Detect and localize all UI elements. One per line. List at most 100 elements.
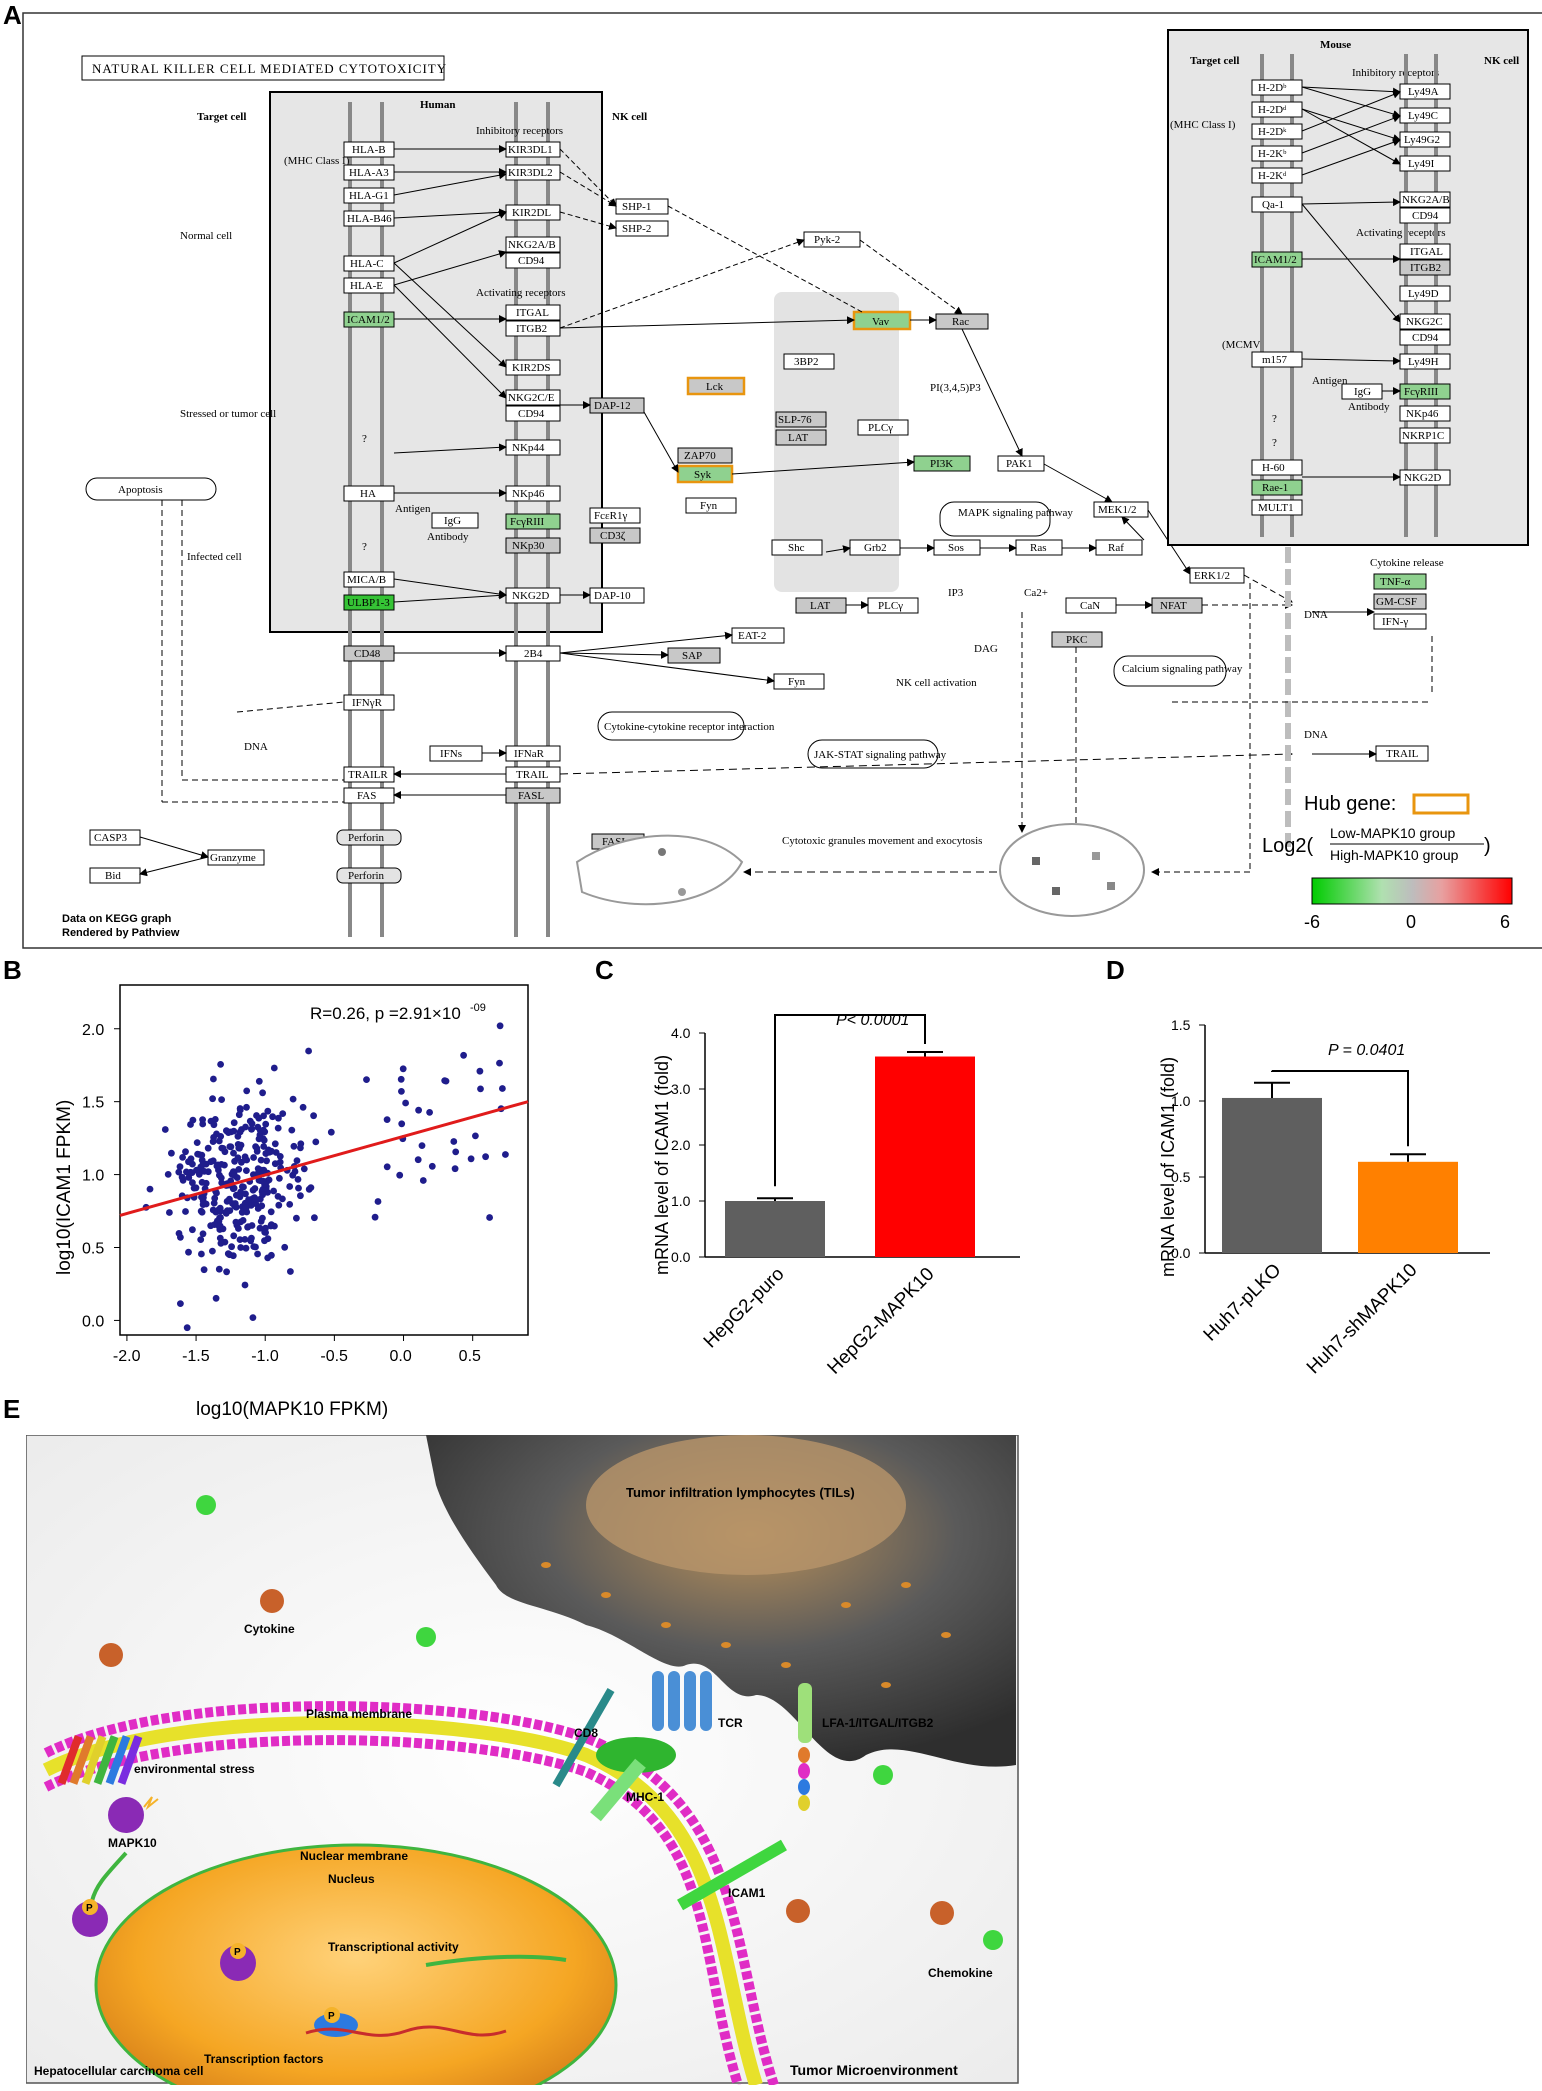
- svg-text:MEK1/2: MEK1/2: [1098, 504, 1137, 516]
- svg-text:NKp44: NKp44: [512, 442, 545, 454]
- granules: [575, 823, 1145, 917]
- scatter-point: [270, 1064, 278, 1072]
- svg-text:Low-MAPK10 group: Low-MAPK10 group: [1330, 825, 1456, 841]
- scatter-point: [189, 1160, 196, 1168]
- scatter-point: [210, 1134, 218, 1141]
- scatter-point: [230, 1232, 238, 1240]
- scatter-point: [267, 1208, 275, 1216]
- scatter-point: [218, 1096, 226, 1103]
- data-note: Data on KEGG graph: [62, 913, 172, 925]
- til-nucleus: [586, 1435, 906, 1575]
- scatter-point: [182, 1148, 189, 1156]
- scatter-point: [452, 1148, 460, 1156]
- y-axis-label-c: mRNA level of ICAM1 (fold): [652, 1055, 672, 1275]
- kegg-pathway-diagram: NATURAL KILLER CELL MEDIATED CYTOTOXICIT…: [22, 12, 1542, 949]
- svg-text:SHP-1: SHP-1: [622, 201, 651, 213]
- scatter-point: [274, 1124, 282, 1132]
- svg-text:2B4: 2B4: [524, 648, 543, 660]
- panel-label-c: C: [595, 955, 614, 985]
- category-label: HepG2-puro: [700, 1264, 789, 1353]
- svg-text:(MCMV): (MCMV): [1222, 339, 1265, 351]
- scatter-point: [374, 1198, 382, 1205]
- scatter-point: [261, 1237, 268, 1245]
- scatter-point: [249, 1314, 257, 1321]
- scatter-point: [228, 1243, 236, 1251]
- scatter-point: [310, 1112, 317, 1120]
- scatter-point: [262, 1150, 270, 1157]
- y-ticks-d: 0.00.51.01.5: [1171, 1017, 1205, 1261]
- scatter-point: [261, 1181, 268, 1188]
- scatter-point: [241, 1156, 249, 1164]
- scatter-point: [311, 1214, 318, 1222]
- svg-text:DAG: DAG: [974, 643, 998, 655]
- svg-text:ERK1/2: ERK1/2: [1194, 570, 1230, 582]
- svg-text:NK cell activation: NK cell activation: [896, 677, 977, 689]
- svg-text:EAT-2: EAT-2: [738, 630, 766, 642]
- scatter-point: [177, 1300, 184, 1307]
- svg-text:IFNaR: IFNaR: [514, 748, 545, 760]
- svg-text:CD94: CD94: [518, 255, 545, 267]
- svg-text:IFN-γ: IFN-γ: [1382, 616, 1408, 628]
- svg-text:HLA-C: HLA-C: [350, 258, 384, 270]
- svg-text:Lck: Lck: [706, 381, 724, 393]
- y-ticks: 0.00.51.01.52.0: [82, 1022, 120, 1330]
- nk-cell-label: NK cell: [612, 111, 647, 123]
- scatter-point: [477, 1085, 484, 1093]
- svg-text:NK cell: NK cell: [1484, 55, 1519, 67]
- scatter-point: [231, 1172, 238, 1179]
- svg-text:HLA-A3: HLA-A3: [349, 167, 389, 179]
- scatter-point: [209, 1095, 217, 1103]
- scatter-point: [211, 1116, 219, 1123]
- scatter-point: [256, 1177, 264, 1184]
- y-tick-label: 1.0: [82, 1168, 104, 1185]
- scatter-point: [161, 1126, 169, 1133]
- svg-text:PLCγ: PLCγ: [868, 422, 893, 434]
- scatter-point: [197, 1236, 205, 1243]
- cd8-label: CD8: [574, 1726, 598, 1740]
- svg-text:FAS: FAS: [357, 790, 376, 802]
- scatter-point: [274, 1193, 282, 1200]
- svg-text:Antigen: Antigen: [1312, 375, 1348, 387]
- plasma-membrane-label: Plasma membrane: [306, 1707, 412, 1721]
- apoptosis-box: [85, 477, 217, 501]
- scatter-point: [210, 1121, 218, 1129]
- scatter-point: [202, 1200, 210, 1208]
- scatter-point: [255, 1114, 263, 1122]
- scatter-point: [176, 1163, 184, 1171]
- svg-text:MULT1: MULT1: [1258, 502, 1294, 514]
- y-axis-label: log10(ICAM1 FPKM): [54, 1100, 75, 1275]
- panel-label-e: E: [3, 1394, 21, 1424]
- scatter-point: [198, 1208, 206, 1216]
- y-tick-label: 0.5: [1171, 1169, 1191, 1185]
- svg-text:): ): [1484, 835, 1491, 857]
- mouse-inset: Mouse Target cell NK cell Inhibitory rec…: [1167, 29, 1529, 546]
- svg-text:Raf: Raf: [1108, 542, 1124, 554]
- svg-text:?: ?: [362, 433, 367, 445]
- svg-text:ICAM1/2: ICAM1/2: [347, 314, 390, 326]
- scatter-point: [200, 1168, 208, 1175]
- svg-text:H-2Dᵇ: H-2Dᵇ: [1258, 82, 1287, 94]
- scatter-point: [200, 1266, 208, 1274]
- legend: Hub gene: Log2( Low-MAPK10 group High-MA…: [1262, 793, 1513, 932]
- panel-label-d: D: [1106, 955, 1125, 985]
- panel-label-a: A: [3, 0, 22, 30]
- svg-text:SAP: SAP: [682, 650, 702, 662]
- svg-text:H-2Dᵈ: H-2Dᵈ: [1258, 104, 1287, 116]
- scatter-point: [294, 1176, 302, 1183]
- scatter-point: [175, 1168, 183, 1176]
- svg-text:DAP-12: DAP-12: [594, 400, 631, 412]
- scatter-point: [230, 1127, 238, 1135]
- svg-text:NKG2C: NKG2C: [1406, 316, 1443, 328]
- scatter-point: [216, 1234, 224, 1242]
- scatter-point: [257, 1156, 265, 1164]
- scatter-point: [232, 1218, 240, 1226]
- svg-text:ZAP70: ZAP70: [684, 450, 716, 462]
- scatter-point: [265, 1176, 273, 1184]
- bars-c: [725, 1051, 975, 1257]
- phospho-badge: [82, 1899, 98, 1915]
- panel-label-b: B: [3, 955, 22, 985]
- y-tick-label: 3.0: [671, 1081, 691, 1097]
- svg-text:Ly49D: Ly49D: [1408, 288, 1439, 300]
- svg-text:CD94: CD94: [1412, 210, 1439, 222]
- scatter-point: [399, 1065, 407, 1073]
